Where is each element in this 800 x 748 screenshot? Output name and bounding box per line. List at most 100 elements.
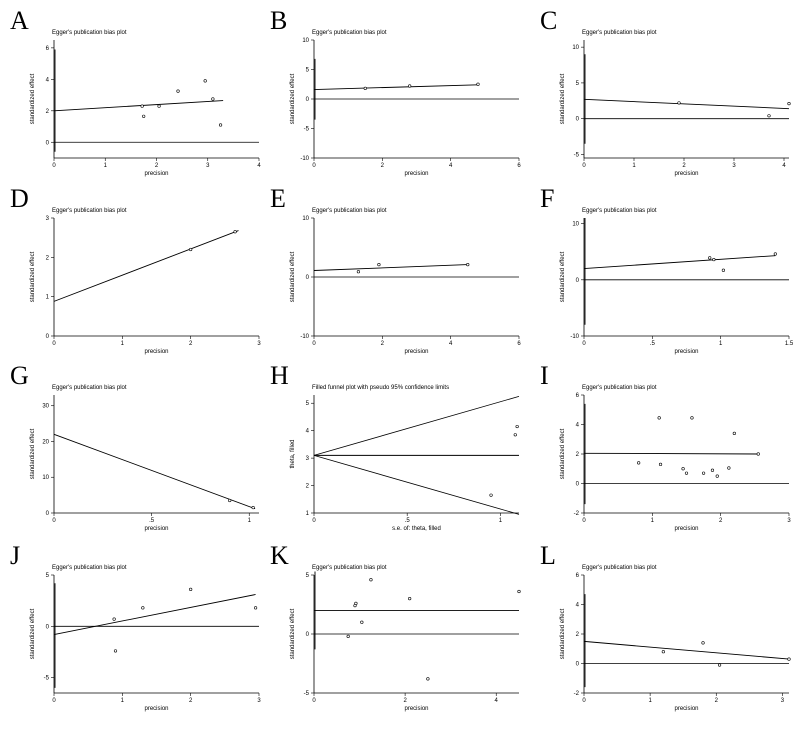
- x-tick-label: .5: [405, 518, 411, 524]
- x-tick-label: 2: [715, 698, 719, 704]
- data-point: [233, 230, 237, 234]
- x-tick-label: 1: [632, 163, 636, 169]
- y-tick-label: 0: [46, 624, 50, 630]
- y-tick-label: 5: [306, 573, 310, 579]
- panel-letter: L: [540, 541, 556, 570]
- chart-title: Egger's publication bias plot: [312, 565, 387, 571]
- y-tick-label: -2: [574, 511, 580, 517]
- x-tick-label: 0: [582, 341, 586, 347]
- panel-letter: D: [10, 184, 29, 213]
- x-tick-label: 1: [719, 341, 723, 347]
- data-point: [701, 471, 706, 475]
- y-tick-label: 4: [46, 77, 50, 83]
- x-tick-label: 2: [189, 698, 193, 704]
- x-axis-label: precision: [674, 171, 698, 177]
- x-tick-label: 2: [155, 163, 159, 169]
- y-axis-label: standardized effect: [30, 428, 36, 479]
- regression-line: [313, 264, 468, 271]
- x-tick-label: 1: [248, 518, 252, 524]
- chart-title: Egger's publication bias plot: [582, 30, 657, 36]
- data-point: [732, 431, 736, 435]
- data-point: [408, 596, 412, 601]
- y-tick-label: 0: [46, 140, 50, 146]
- data-point: [218, 123, 223, 127]
- y-axis-label: standardized effect: [560, 428, 566, 479]
- data-point: [513, 433, 517, 437]
- data-point: [176, 89, 180, 93]
- x-tick-label: 3: [732, 163, 736, 169]
- x-tick-label: 0: [582, 163, 586, 169]
- x-axis-label: precision: [674, 706, 698, 712]
- y-tick-label: -10: [570, 334, 579, 340]
- panel-letter: H: [270, 361, 289, 390]
- y-tick-label: 0: [576, 482, 580, 488]
- data-point: [211, 97, 215, 101]
- data-point: [721, 268, 725, 272]
- x-axis-label: precision: [674, 526, 698, 532]
- x-tick-label: 1: [648, 698, 652, 704]
- y-tick-label: 1: [306, 511, 310, 517]
- x-axis-label: precision: [144, 526, 168, 532]
- x-tick-label: 2: [682, 163, 686, 169]
- y-axis-label: standardized effect: [560, 73, 566, 124]
- y-axis-label: theta, filled: [290, 439, 296, 468]
- y-tick-label: 10: [572, 45, 579, 51]
- regression-line: [583, 640, 790, 660]
- data-point: [681, 467, 685, 471]
- y-tick-label: 0: [46, 511, 50, 517]
- y-tick-label: 0: [46, 334, 50, 340]
- funnel-upper-limit: [313, 395, 520, 456]
- y-tick-label: 5: [306, 68, 310, 74]
- panel-letter: C: [540, 6, 558, 35]
- data-point: [466, 263, 470, 267]
- y-tick-label: 4: [576, 603, 580, 609]
- y-tick-label: -2: [574, 691, 580, 697]
- data-point: [377, 263, 381, 267]
- panel-letter: J: [10, 541, 21, 570]
- data-point: [426, 677, 430, 681]
- panel-letter: I: [540, 361, 549, 390]
- x-tick-label: 3: [206, 163, 210, 169]
- funnel-lower-limit: [313, 454, 520, 515]
- y-axis-label: standardized effect: [560, 251, 566, 302]
- data-point: [354, 601, 358, 605]
- y-tick-label: 0: [306, 632, 310, 638]
- y-tick-label: 10: [302, 216, 309, 222]
- x-axis-label: precision: [144, 171, 168, 177]
- panel-letter: B: [270, 6, 288, 35]
- x-tick-label: 4: [449, 163, 453, 169]
- y-tick-label: 2: [306, 484, 310, 490]
- y-tick-label: 4: [306, 429, 310, 435]
- x-tick-label: 0: [52, 341, 56, 347]
- data-point: [787, 657, 791, 661]
- data-point: [476, 82, 480, 86]
- data-point: [690, 416, 694, 420]
- x-tick-label: 1: [651, 518, 655, 524]
- x-tick-label: 2: [403, 698, 407, 704]
- y-tick-label: 10: [302, 38, 309, 44]
- x-tick-label: .5: [650, 341, 656, 347]
- regression-line: [313, 84, 479, 91]
- chart-title: Egger's publication bias plot: [582, 208, 657, 214]
- x-tick-label: 3: [787, 518, 791, 524]
- y-tick-label: 6: [576, 393, 580, 399]
- y-tick-label: 0: [576, 278, 580, 284]
- y-tick-label: 0: [576, 662, 580, 668]
- x-tick-label: 0: [52, 163, 56, 169]
- chart-title: Egger's publication bias plot: [52, 30, 127, 36]
- y-tick-label: 2: [46, 255, 50, 261]
- y-tick-label: -5: [574, 152, 580, 158]
- x-axis-label: precision: [404, 171, 428, 177]
- x-tick-label: 2: [719, 518, 723, 524]
- y-tick-label: -5: [44, 676, 50, 682]
